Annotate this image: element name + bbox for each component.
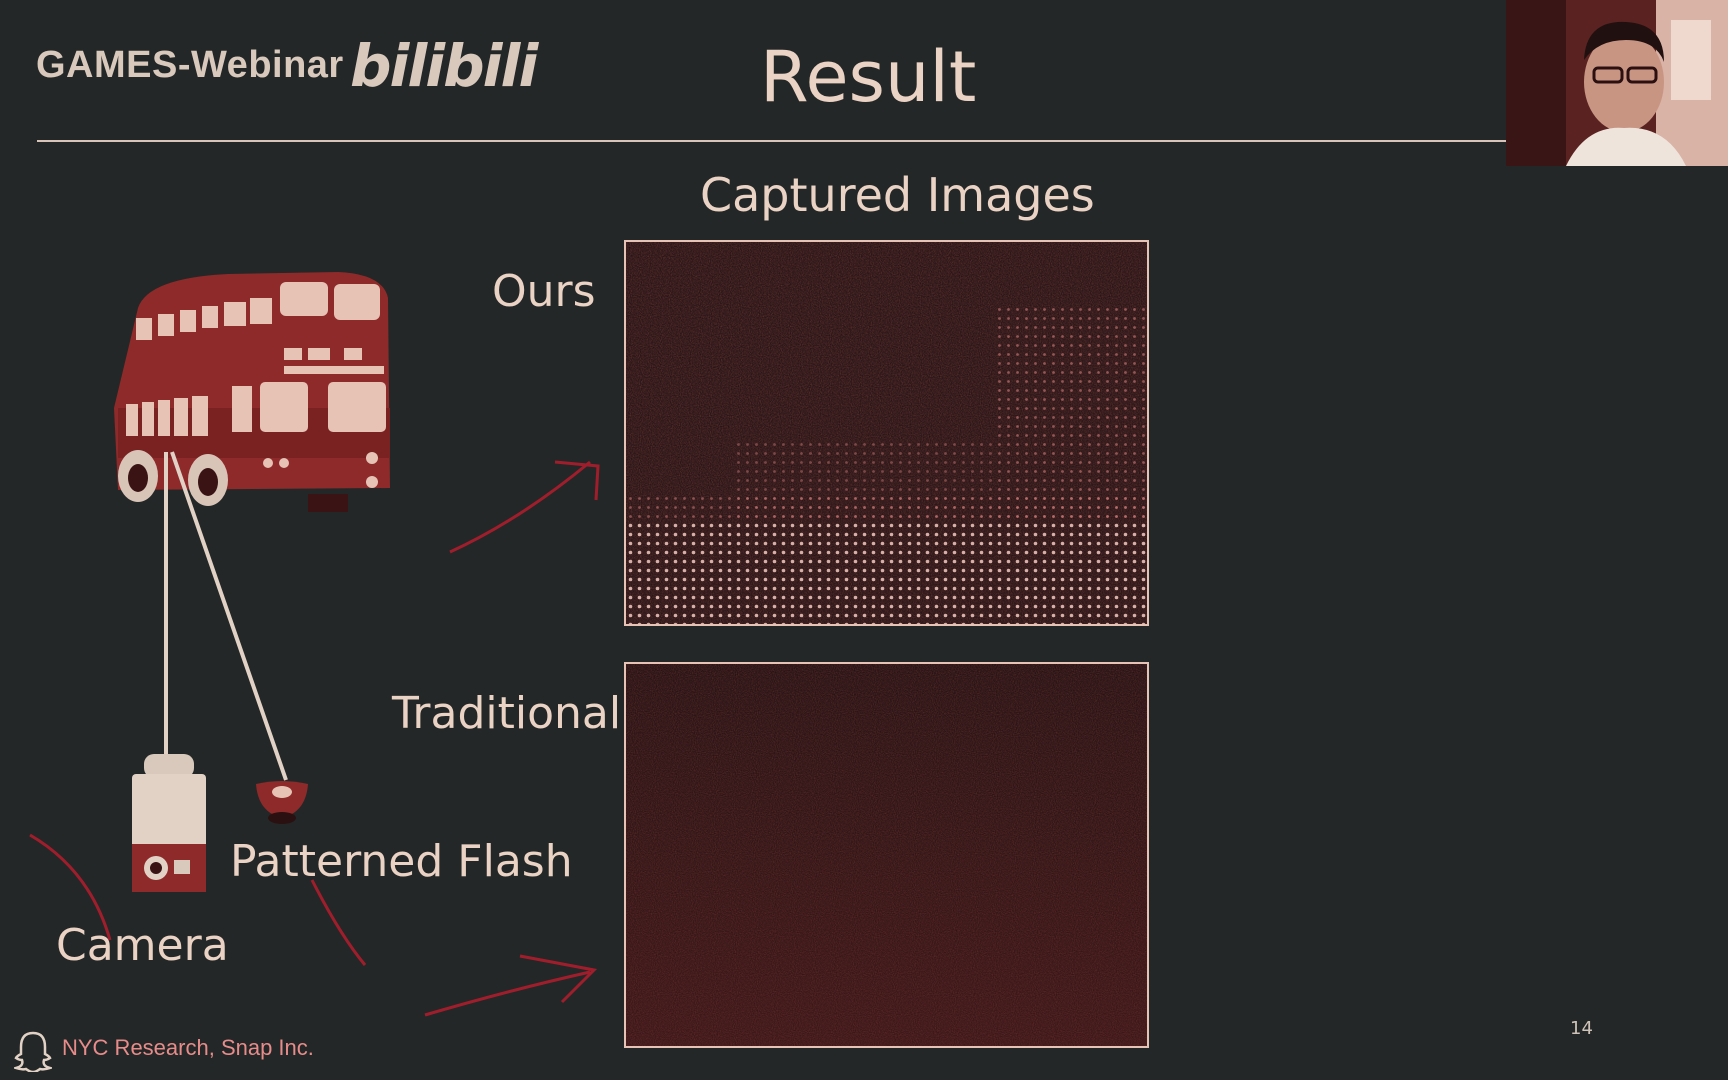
brand-title: GAMES-Webinar [36, 44, 344, 86]
camera-icon [126, 754, 212, 906]
slide-title: Result [760, 36, 977, 118]
section-subtitle: Captured Images [700, 168, 1095, 222]
captured-image-traditional [624, 662, 1149, 1048]
captured-image-ours [624, 240, 1149, 626]
footer-affiliation: NYC Research, Snap Inc. [62, 1035, 314, 1060]
header-divider [37, 140, 1507, 142]
label-camera: Camera [56, 920, 229, 971]
bus-illustration [108, 258, 393, 522]
flash-icon [252, 778, 312, 830]
bilibili-logo: bilibili [350, 32, 538, 100]
snapchat-ghost-icon [11, 1030, 55, 1076]
presenter-webcam [1506, 0, 1728, 166]
label-patterned-flash: Patterned Flash [230, 836, 573, 887]
label-traditional: Traditional [392, 688, 622, 739]
label-ours: Ours [492, 266, 596, 317]
page-number: 14 [1570, 1018, 1593, 1039]
